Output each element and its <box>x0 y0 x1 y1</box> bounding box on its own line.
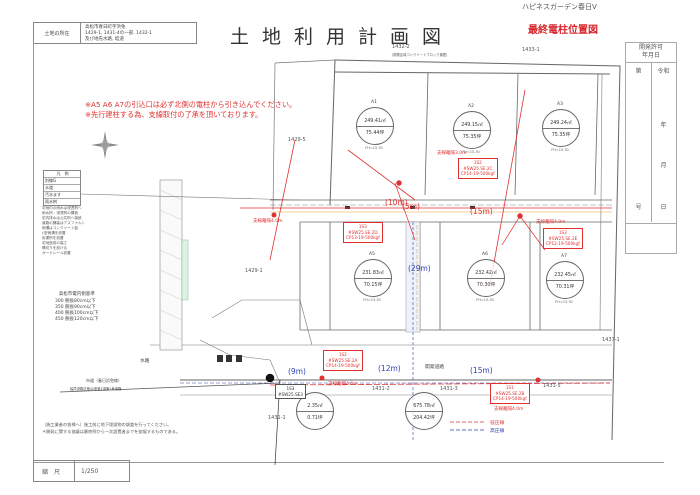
parcel-1437-1: 1437-1 <box>602 337 620 343</box>
lot-road[interactable]: 675.78㎡ 204.42坪 <box>405 392 443 430</box>
pole-3-guy-note: 支線離隔4.0m <box>536 220 566 225</box>
pole-1-label[interactable]: 1S2 #SW25.SE.2C CP14-19-500kgf <box>458 158 498 179</box>
pole-1-guy-note: 支線離隔3.0m <box>437 151 467 156</box>
span-15m-south: (15m) <box>470 366 493 375</box>
span-29m: (29m) <box>408 264 431 273</box>
parcel-1432-2-note: (開発区域コンクリートブロック擁壁) <box>392 53 448 57</box>
page-title: 土地利用計画図 <box>230 26 455 48</box>
pole-standard-table: 高松市電内側基準 300 腕長80cm以下 350 腕長90cm以下 400 腕… <box>55 292 99 322</box>
parcel-1431-2: 1431-2 <box>372 386 390 392</box>
permit-box: 開発許可 年月日 第 号 令和 年 月 日 <box>625 42 677 254</box>
project-name: ハピネスガーデン春日V <box>522 3 597 11</box>
pole-5-guy-note: 支線離隔4.0m <box>494 407 524 412</box>
lot-a3[interactable]: 249.24㎡ 75.35坪 <box>542 109 580 147</box>
span-15m-north: (15m) <box>470 207 493 216</box>
red-notice: ※A5 A6 A7の引込口は必ず北側の電柱から引き込んでください。 ※先行建柱す… <box>85 100 297 119</box>
location-box: 土地の所在 高松市春日町字浜免 1429-1, 1431-4の一部, 1432-… <box>33 22 197 44</box>
existing-pole-label[interactable]: 1S3 #SW25.SE3 <box>275 384 306 399</box>
final-pole-title: 最終電柱位置図 <box>528 25 598 36</box>
location-value: 高松市春日町字浜免 1429-1, 1431-4の一部, 1432-1 及び地先… <box>85 25 153 42</box>
pole-2-guy-note: 支線離隔4.0m <box>253 219 283 224</box>
footnote: （施工業者の皆様へ）施工前に地下埋設物の調査を行ってください。 ＊開発に関する協… <box>42 422 181 434</box>
lot-waterway[interactable]: 2.35㎡ 0.71坪 <box>296 392 334 430</box>
north-arrow-icon <box>91 131 119 159</box>
location-label: 土地の所在 <box>34 23 81 43</box>
parcel-1429-5: 1429-5 <box>288 137 306 143</box>
pole-3-label[interactable]: 1S3 #SW25.SE.2E CP12-19-500kgf <box>543 228 583 249</box>
parcel-1433-1: 1433-1 <box>522 47 540 53</box>
pole-5-label[interactable]: 1S1 #SW25.SE.2B CP14-19-500kgf <box>490 383 530 404</box>
parcel-1432-2: 1432-2 <box>392 44 410 50</box>
scale-box: 縮尺 1/250 <box>33 460 130 482</box>
lot-a7[interactable]: 232.45㎡ 70.31坪 <box>546 261 584 299</box>
lot-a6[interactable]: 232.42㎡ 70.30坪 <box>467 259 505 297</box>
drawing-frame <box>33 42 664 463</box>
lot-a5[interactable]: 231.83㎡ 70.15坪 <box>354 259 392 297</box>
span-9m: (9m) <box>288 367 306 376</box>
parcel-1431-5: 1431-5 <box>543 383 561 389</box>
parcel-1429-1: 1429-1 <box>245 268 263 274</box>
pole-4-guy-note: 支線離隔4.0m <box>328 382 358 387</box>
pole-2-label[interactable]: 1S3 #SW25.SE.2D CP13-19-500kgf <box>343 222 383 243</box>
parcel-1431-1: 1431-1 <box>268 415 286 421</box>
city-road-label: 市道（春日浜免線） <box>86 378 122 383</box>
dev-road-label: 開発道路 <box>425 365 445 370</box>
city-road-sub: 幅員道路法第42条第1項第1号道路 <box>70 387 122 391</box>
legend-table: 凡 例 別線G 水道 汚水ます 雨水桝 <box>43 170 81 206</box>
construction-notes: 宅地内の雨水は浸透桝へ 雨水桝・浸透桝の構造 宅内排水は公共桝へ接続 道路の舗装… <box>42 206 86 255</box>
pole-4-label[interactable]: 1S2 #SW25.SE.2A CP14-19-500kgf <box>323 350 363 371</box>
parcel-1431-3: 1431-3 <box>440 386 458 392</box>
waterway-label: 水路 <box>140 359 150 364</box>
span-5m: (5m) <box>402 202 420 211</box>
span-12m: (12m) <box>378 364 401 373</box>
low-voltage-legend: 低圧線 <box>490 421 505 426</box>
span-10m: (10m) <box>385 198 408 207</box>
lot-a1[interactable]: 249.41㎡ 75.44坪 <box>356 107 394 145</box>
high-voltage-legend: 高圧線 <box>490 429 505 434</box>
lot-a2[interactable]: 249.15㎡ 75.35坪 <box>453 111 491 149</box>
